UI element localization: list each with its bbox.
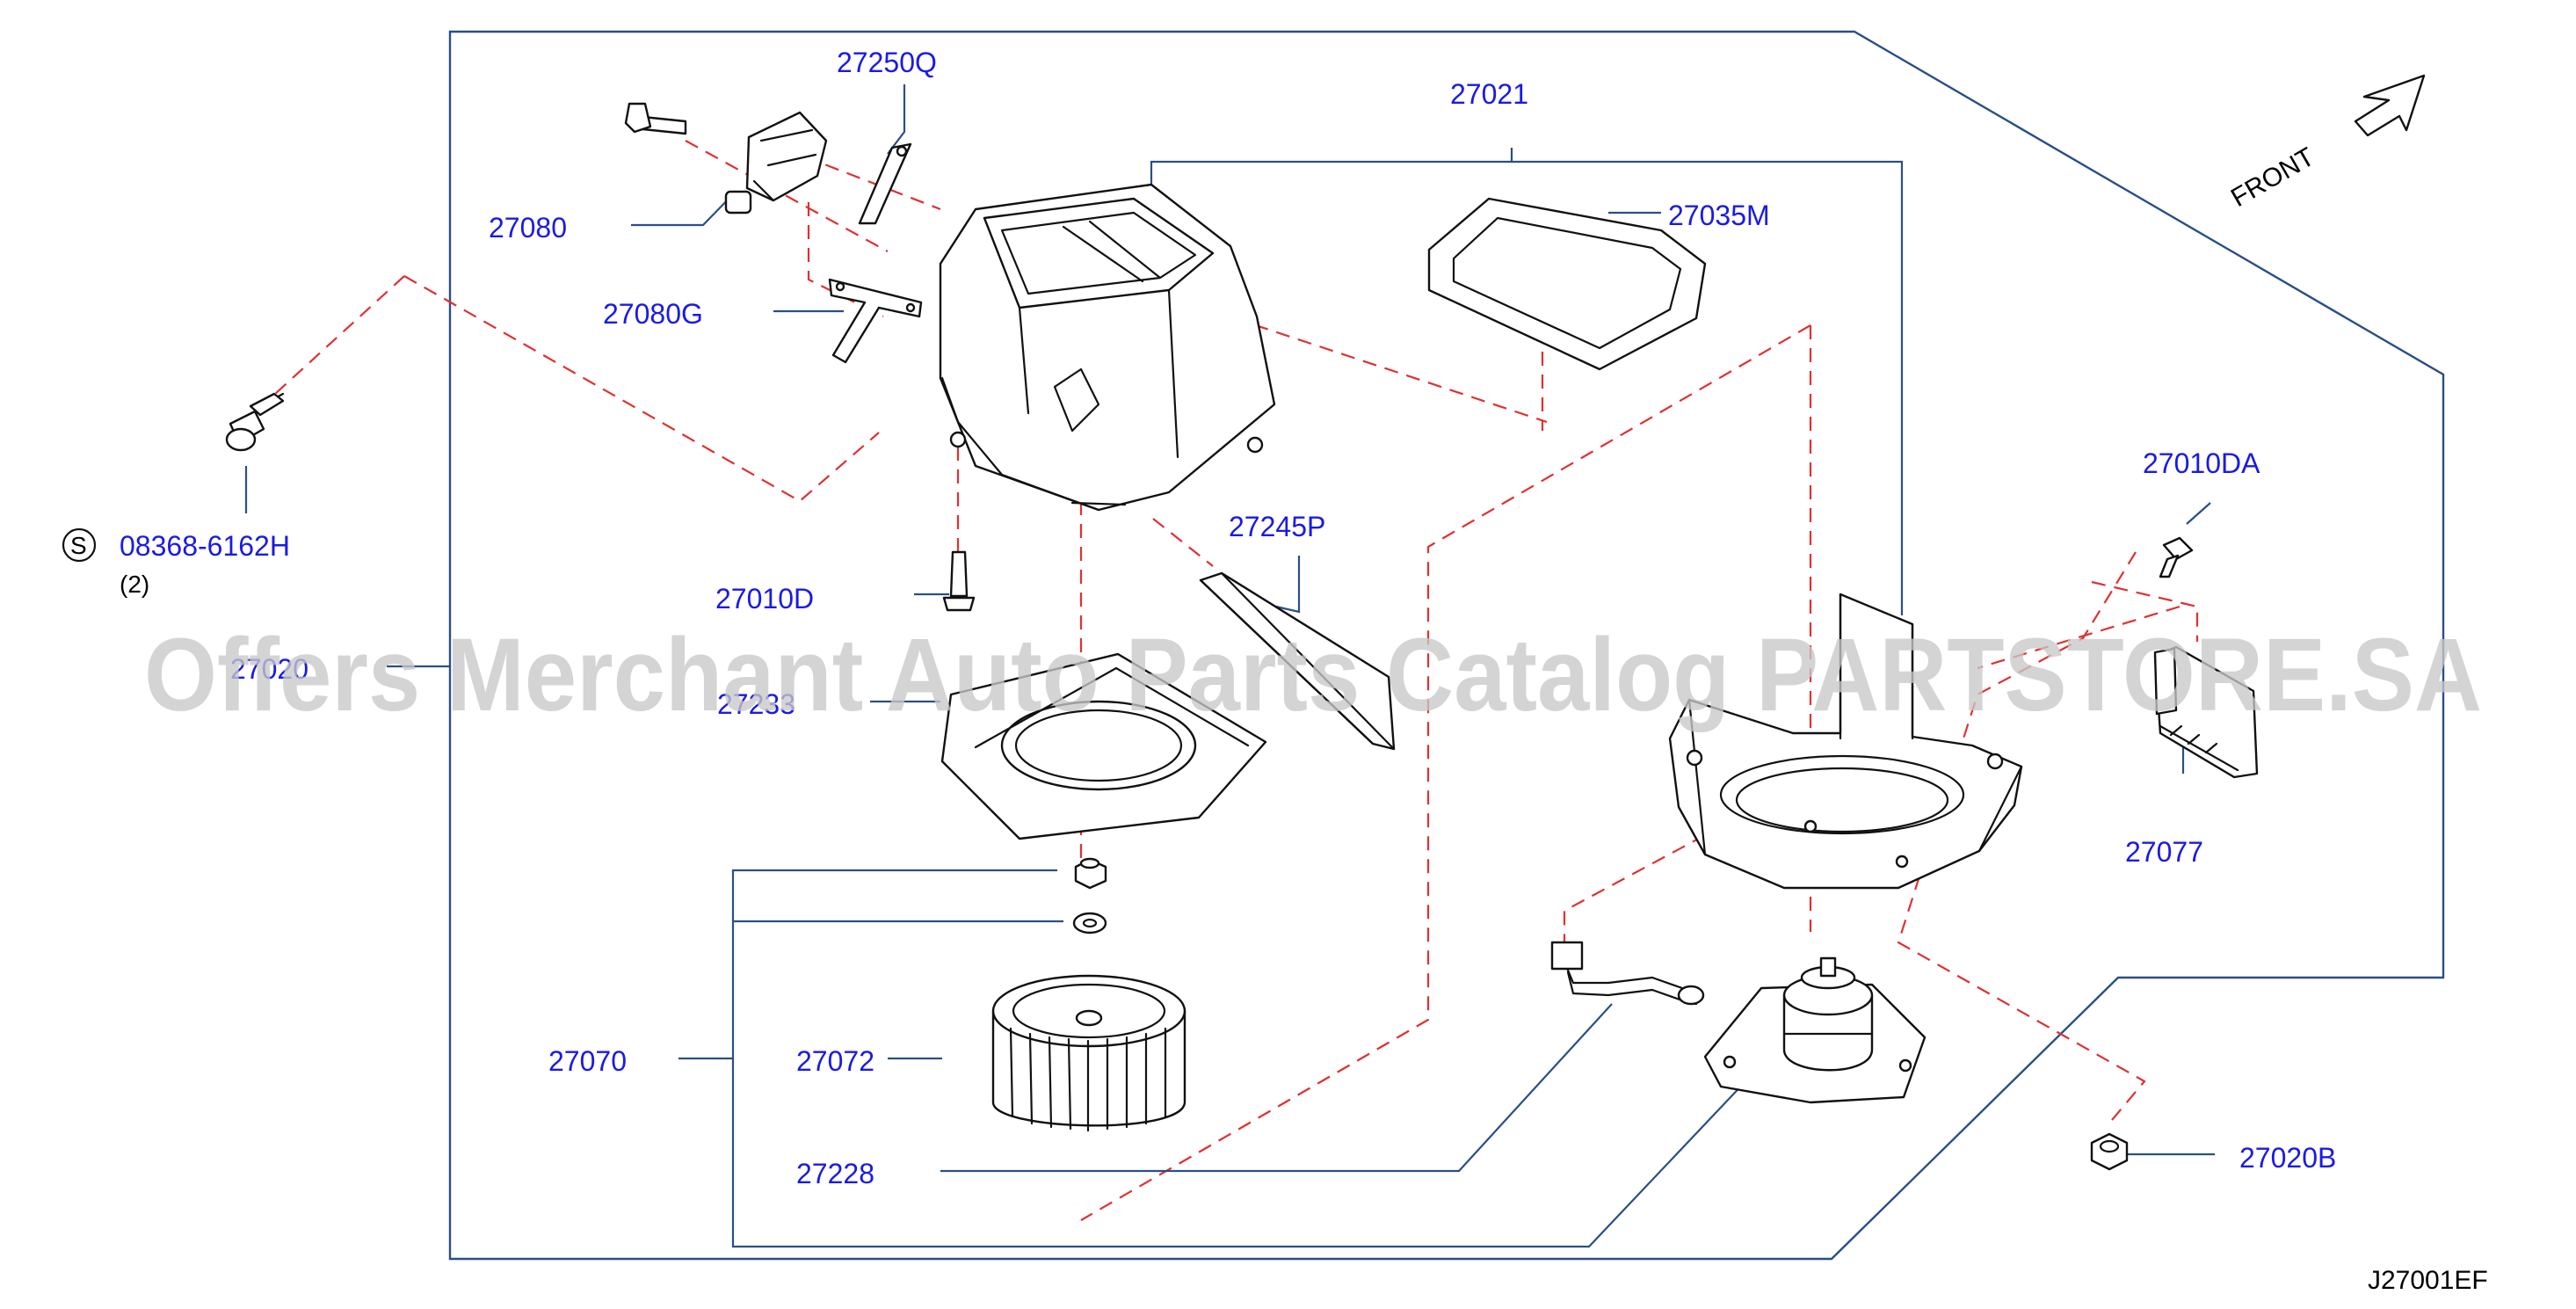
resistor-27077-icon <box>2153 645 2259 779</box>
screw-27010D-icon <box>942 550 976 612</box>
actuator-27080-icon <box>724 111 828 215</box>
screw-symbol: S <box>70 532 87 559</box>
watermark: Offers Merchant Auto Parts Catalog PARTS… <box>144 617 2482 733</box>
front-label: FRONT <box>2226 142 2319 213</box>
harness-icon <box>1550 941 1705 1006</box>
label-27020: 27020 <box>230 653 308 685</box>
gasket-27233-icon <box>940 652 1267 840</box>
actuator-bolt-icon <box>624 102 687 135</box>
lower-case-icon <box>1668 593 2023 890</box>
bolt-08368-icon <box>225 392 285 452</box>
label-27077: 27077 <box>2125 836 2203 868</box>
label-27010D: 27010D <box>715 583 814 615</box>
label-27245P: 27245P <box>1229 511 1325 542</box>
fan-nut-icon <box>1074 857 1107 890</box>
label-27080: 27080 <box>489 212 567 244</box>
drawing-code: J27001EF <box>2368 1266 2488 1295</box>
front-arrow-icon <box>2354 74 2426 137</box>
seal-27245P-icon <box>1199 571 1396 751</box>
label-27080G: 27080G <box>603 298 703 330</box>
fan-washer-icon <box>1072 912 1107 934</box>
bracket-27080G-icon <box>828 278 923 364</box>
label-27070: 27070 <box>548 1045 627 1077</box>
screw-27010DA-icon <box>2159 536 2194 578</box>
label-27072: 27072 <box>796 1045 874 1077</box>
nut-27020B-icon <box>2090 1132 2129 1171</box>
label-08368-6162H: 08368-6162H <box>120 530 290 562</box>
label-27228: 27228 <box>796 1158 874 1189</box>
screw-symbol-circle <box>62 527 97 563</box>
filter-27035M-icon <box>1427 197 1707 371</box>
label-27233: 27233 <box>717 688 795 720</box>
blower-housing-icon <box>939 183 1276 512</box>
label-27010DA: 27010DA <box>2143 447 2260 479</box>
label-27020B: 27020B <box>2239 1142 2336 1174</box>
label-27021: 27021 <box>1450 78 1528 110</box>
link-27250Q-icon <box>858 142 912 225</box>
assembly-frame <box>448 30 2445 1261</box>
label-27035M: 27035M <box>1668 200 1770 231</box>
motor-icon <box>1703 956 1927 1104</box>
fan-27072-icon <box>991 974 1186 1132</box>
label-27250Q: 27250Q <box>837 47 937 78</box>
screw-quantity: (2) <box>120 571 149 598</box>
